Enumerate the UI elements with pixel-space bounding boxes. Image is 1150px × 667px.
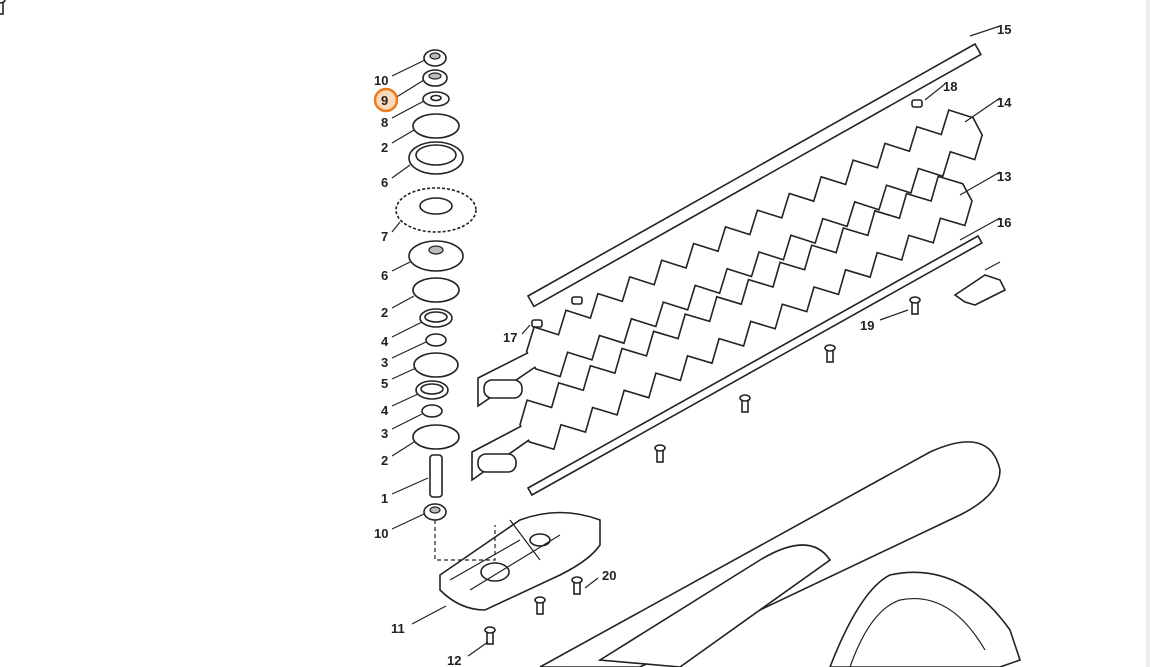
callout-19[interactable]: 19 [860, 318, 874, 333]
callout-3[interactable]: 3 [381, 355, 388, 370]
callout-13[interactable]: 13 [997, 169, 1011, 184]
upper-blade-14 [477, 108, 984, 408]
callout-12[interactable]: 12 [447, 653, 461, 667]
guide-plate [953, 274, 1007, 306]
gear-stack [395, 49, 477, 521]
screws [0, 0, 1007, 645]
blade-housing [539, 441, 1022, 667]
callout-11[interactable]: 11 [391, 621, 405, 636]
callout-6[interactable]: 6 [381, 175, 388, 190]
scrollbar-edge [1146, 0, 1150, 667]
callout-labels: 10 9 8 2 6 7 6 2 4 3 5 4 3 2 1 10 11 12 … [373, 22, 1012, 667]
callout-10[interactable]: 10 [374, 73, 388, 88]
callout-16[interactable]: 16 [997, 215, 1011, 230]
callout-2[interactable]: 2 [381, 140, 388, 155]
callout-17[interactable]: 17 [503, 330, 517, 345]
callout-20[interactable]: 20 [602, 568, 616, 583]
callout-18[interactable]: 18 [943, 79, 957, 94]
blades [471, 42, 984, 497]
blade-slot [477, 453, 517, 473]
leader-lines [391, 25, 1001, 657]
callout-3[interactable]: 3 [381, 426, 388, 441]
callout-7[interactable]: 7 [381, 229, 388, 244]
blade-slot [483, 379, 523, 399]
bottom-bar-16 [526, 234, 983, 497]
callout-9[interactable]: 9 [381, 93, 388, 108]
callout-10[interactable]: 10 [374, 526, 388, 541]
callout-2[interactable]: 2 [381, 453, 388, 468]
callout-4[interactable]: 4 [381, 334, 389, 349]
top-bar-15 [526, 42, 982, 308]
callout-1[interactable]: 1 [381, 491, 388, 506]
callout-5[interactable]: 5 [381, 376, 388, 391]
lower-blade-13 [471, 175, 973, 482]
callout-2[interactable]: 2 [381, 305, 388, 320]
gearbox-base [434, 511, 601, 611]
callout-14[interactable]: 14 [997, 95, 1012, 110]
callout-15[interactable]: 15 [997, 22, 1011, 37]
callout-8[interactable]: 8 [381, 115, 388, 130]
callout-6[interactable]: 6 [381, 268, 388, 283]
callout-4[interactable]: 4 [381, 403, 389, 418]
callout-9-highlight[interactable] [373, 87, 399, 113]
